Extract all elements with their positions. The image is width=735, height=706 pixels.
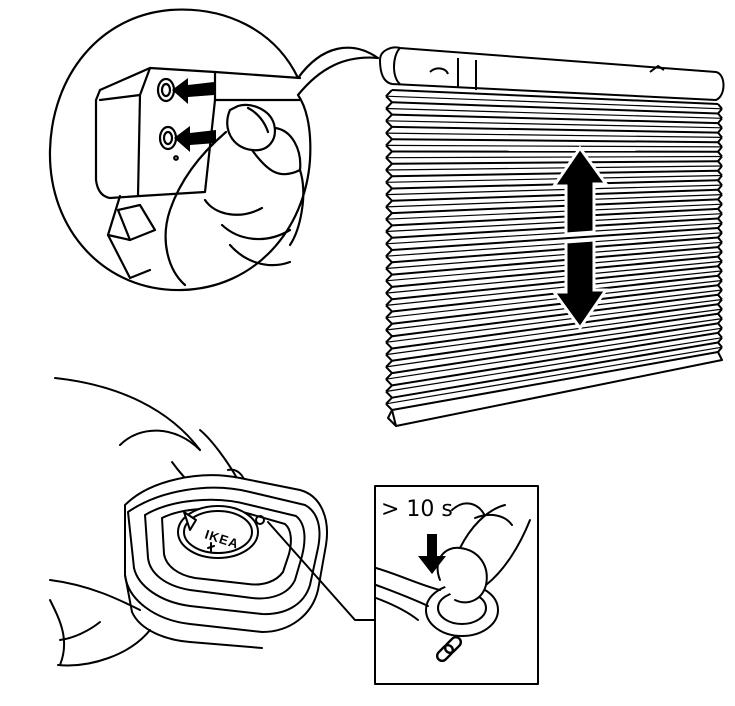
up-down-arrow-icon	[551, 145, 609, 331]
pleat-fold	[391, 284, 719, 325]
pleat-edge	[385, 303, 723, 362]
pleat-crease	[385, 260, 723, 294]
pleat-fold	[391, 113, 719, 125]
pleat-crease	[385, 213, 723, 233]
pleat-fold	[391, 255, 719, 288]
pleat-fold	[391, 125, 719, 134]
pleat-fold	[391, 89, 719, 105]
pleat-edge	[385, 294, 723, 350]
pleat-edge	[385, 113, 723, 134]
pleat-crease	[385, 155, 723, 159]
pleat-edge	[385, 217, 723, 251]
pleat-edge	[385, 89, 723, 115]
pleat-fold	[391, 207, 719, 227]
pleated-blind	[379, 46, 725, 427]
pleat-crease	[385, 144, 723, 148]
pleat-edge	[385, 160, 723, 177]
pleat-crease	[385, 327, 723, 380]
pleat-edge	[385, 322, 723, 387]
pleat-crease	[385, 270, 723, 306]
pleat-crease	[385, 337, 723, 393]
pleat-edge	[385, 265, 723, 313]
pleat-edge	[385, 246, 723, 288]
pleat-edge	[385, 332, 723, 399]
pleat-fold	[391, 227, 719, 251]
blind-pleats	[385, 89, 723, 411]
remote-in-hand: IKEA	[49, 377, 377, 667]
pleat-crease	[385, 318, 723, 368]
pleat-fold	[391, 198, 719, 215]
pleat-crease	[385, 120, 723, 129]
pleat-fold	[391, 303, 719, 350]
pleat-crease	[385, 346, 723, 405]
battery-coin-cell: IKEA	[177, 505, 265, 559]
pleat-edge	[385, 275, 723, 325]
pleat-edge	[385, 284, 723, 337]
pleat-edge	[385, 198, 723, 227]
hold-duration-label: > 10 s	[381, 497, 453, 522]
pleat-fold	[391, 331, 719, 387]
pleat-edge	[385, 313, 723, 374]
pleat-fold	[391, 293, 719, 338]
pleat-fold	[391, 188, 719, 202]
pleat-crease	[385, 232, 723, 257]
hand-pressing-buttons	[164, 103, 305, 287]
pleat-edge	[385, 101, 723, 124]
pairing-detail-panel: > 10 s	[374, 485, 539, 685]
pleat-crease	[385, 107, 723, 119]
pleat-crease	[385, 308, 723, 356]
pleat-crease	[385, 194, 723, 208]
zoom-callout	[48, 8, 380, 292]
pleat-fold	[391, 246, 719, 276]
pleat-fold	[391, 160, 719, 165]
remote-control	[124, 474, 328, 649]
press-down-arrow-icon	[418, 534, 446, 574]
pleat-crease	[385, 95, 723, 110]
pleat-edge	[385, 138, 723, 153]
pleat-crease	[385, 184, 723, 196]
pleat-fold	[391, 312, 719, 362]
pleat-edge	[385, 179, 723, 202]
pleat-fold	[391, 217, 719, 239]
pleat-edge	[385, 208, 723, 239]
pleat-fold	[391, 101, 719, 115]
pleat-edge	[385, 236, 723, 276]
pleat-fold	[391, 341, 719, 399]
link-icon	[435, 635, 463, 663]
pleat-edge	[385, 126, 723, 143]
pleat-edge	[385, 170, 723, 190]
pleat-crease	[385, 203, 723, 220]
pleat-fold	[391, 265, 719, 301]
pleat-crease	[385, 251, 723, 282]
pleat-edge	[385, 341, 723, 411]
press-arrows	[172, 78, 216, 152]
pleat-crease	[385, 279, 723, 319]
pleat-fold	[391, 236, 719, 264]
pleat-edge	[385, 255, 723, 300]
pleat-edge	[385, 150, 723, 165]
pleat-crease	[385, 241, 723, 270]
pleat-crease	[385, 132, 723, 138]
pleat-crease	[385, 289, 723, 331]
pleat-edge	[385, 189, 723, 214]
pleat-edge	[385, 227, 723, 264]
pleat-fold	[391, 169, 719, 178]
pleat-crease	[385, 165, 723, 171]
pleat-crease	[385, 298, 723, 343]
pleat-crease	[385, 222, 723, 245]
pleat-crease	[385, 174, 723, 183]
pleat-fold	[391, 322, 719, 375]
pleat-fold	[391, 138, 719, 144]
